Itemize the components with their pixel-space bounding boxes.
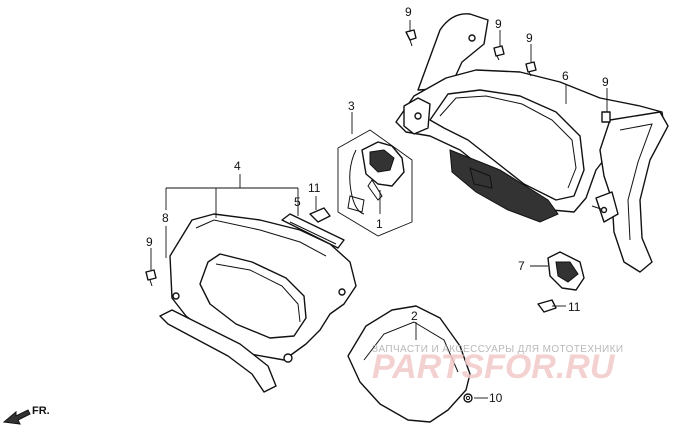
watermark-logo: PARTSFOR.RU <box>372 348 616 386</box>
callout-9-top-right: 9 <box>526 31 533 45</box>
small-bracket-part-7 <box>547 251 585 291</box>
callout-labels: 9 9 9 6 9 3 4 11 5 1 8 9 7 11 2 10 <box>146 5 609 405</box>
upper-cover-part-6 <box>395 13 669 273</box>
fasteners <box>145 29 611 403</box>
callout-6: 6 <box>562 69 569 83</box>
callout-5: 5 <box>294 195 301 209</box>
lower-cover-part-8 <box>159 213 357 393</box>
callout-11-left: 11 <box>308 181 321 195</box>
strip-part-5 <box>281 213 345 249</box>
watermark-tagline: ЗАПЧАСТИ И АКСЕССУАРЫ ДЛЯ МОТОТЕХНИКИ <box>372 344 623 355</box>
callout-10: 10 <box>489 391 503 405</box>
watermark: PARTSFOR.RU ЗАПЧАСТИ И АКСЕССУАРЫ ДЛЯ МО… <box>372 344 623 386</box>
direction-label: FR. <box>32 405 50 417</box>
callout-9-top-mid: 9 <box>495 17 502 31</box>
callout-2: 2 <box>411 309 418 323</box>
callout-11-right: 11 <box>568 300 581 314</box>
callout-9-top-left: 9 <box>405 5 412 19</box>
callout-3: 3 <box>348 99 355 113</box>
callout-4: 4 <box>234 159 241 173</box>
bracket-assembly-part-3 <box>337 129 413 237</box>
front-direction-indicator: FR. <box>2 405 50 425</box>
callout-9-right: 9 <box>602 75 609 89</box>
panel-part-2 <box>347 305 471 423</box>
leader-lines <box>150 20 608 399</box>
front-arrow-icon <box>2 409 31 425</box>
callout-8: 8 <box>162 211 169 225</box>
callout-1: 1 <box>376 217 383 231</box>
callout-9-left: 9 <box>146 235 153 249</box>
callout-7: 7 <box>518 259 525 273</box>
